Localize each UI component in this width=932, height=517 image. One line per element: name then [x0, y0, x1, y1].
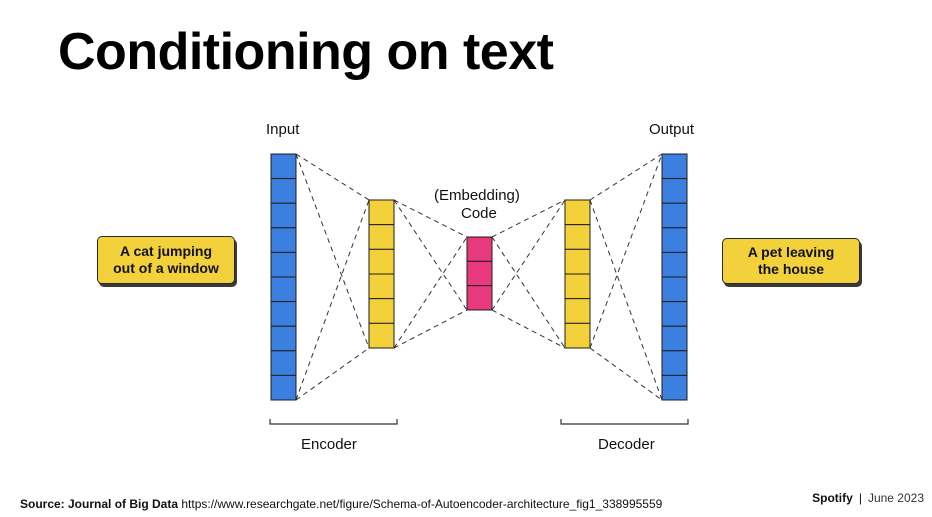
layer-unit [564, 199, 591, 226]
connection-line [491, 236, 566, 349]
layer-unit [564, 224, 591, 250]
layer-unit [270, 202, 297, 229]
layer-unit [661, 153, 688, 180]
layer-unit [466, 260, 493, 287]
input-text: A cat jumping out of a window [113, 243, 219, 276]
source-label: Source: Journal of Big Data [20, 497, 179, 511]
layer-encoder-hidden [368, 199, 395, 349]
layer-unit [368, 322, 395, 349]
output-text-callout: A pet leaving the house [722, 238, 860, 284]
connection-line [589, 153, 663, 201]
output-label: Output [649, 121, 695, 138]
input-text-callout: A cat jumping out of a window [97, 236, 235, 284]
layer-decoder-hidden [564, 199, 591, 349]
connection-line [393, 199, 468, 238]
layer-blocks [270, 153, 688, 401]
layer-unit [368, 224, 395, 250]
layer-unit [661, 374, 688, 401]
layer-unit [368, 199, 395, 226]
layer-unit [368, 298, 395, 324]
layer-unit [661, 227, 688, 253]
connection-line [589, 347, 663, 401]
encoder-brace [269, 419, 398, 425]
layer-unit [564, 248, 591, 275]
layer-input [270, 153, 297, 401]
layer-unit [661, 301, 688, 327]
connection-lines [295, 153, 663, 401]
layer-unit [270, 325, 297, 352]
layer-unit [368, 273, 395, 300]
connection-line [589, 199, 663, 401]
layer-unit [661, 350, 688, 376]
layer-unit [270, 153, 297, 180]
connection-line [589, 153, 663, 349]
connection-line [393, 199, 468, 311]
spotify-logo-text: Spotify [812, 491, 853, 505]
footer-date: June 2023 [867, 491, 924, 505]
output-text: A pet leaving the house [747, 244, 835, 277]
layer-unit [368, 248, 395, 275]
layer-unit [661, 178, 688, 204]
layer-unit [270, 301, 297, 327]
layer-unit [564, 298, 591, 324]
layer-code [466, 236, 493, 311]
layer-unit [564, 322, 591, 349]
slide-title: Conditioning on text [58, 23, 554, 81]
layer-unit [270, 276, 297, 303]
connection-line [491, 199, 566, 311]
layer-unit [466, 236, 493, 262]
connection-line [491, 199, 566, 238]
layer-unit [564, 273, 591, 300]
code-label-line2: Code [461, 205, 497, 222]
connection-line [393, 309, 468, 349]
layer-unit [270, 227, 297, 253]
decoder-label: Decoder [598, 436, 655, 453]
decoder-brace [560, 419, 689, 425]
layer-unit [661, 202, 688, 229]
footer-separator: | [858, 491, 862, 505]
encoder-label: Encoder [301, 436, 357, 453]
layer-unit [270, 178, 297, 204]
layer-unit [661, 325, 688, 352]
layer-unit [661, 251, 688, 278]
layer-unit [270, 350, 297, 376]
connection-line [491, 309, 566, 349]
layer-unit [661, 276, 688, 303]
layer-output [661, 153, 688, 401]
connection-line [295, 153, 370, 201]
connection-line [295, 347, 370, 401]
footer-brand: Spotify | June 2023 [812, 491, 924, 505]
connection-line [295, 199, 370, 401]
input-label: Input [266, 121, 300, 138]
layer-unit [466, 285, 493, 311]
connection-line [393, 236, 468, 349]
layer-unit [270, 374, 297, 401]
connection-line [295, 153, 370, 349]
source-url[interactable]: https://www.researchgate.net/figure/Sche… [181, 497, 663, 511]
code-label-line1: (Embedding) [434, 187, 520, 204]
footer-source: Source: Journal of Big Data https://www.… [20, 497, 662, 511]
braces [269, 419, 689, 425]
layer-unit [270, 251, 297, 278]
